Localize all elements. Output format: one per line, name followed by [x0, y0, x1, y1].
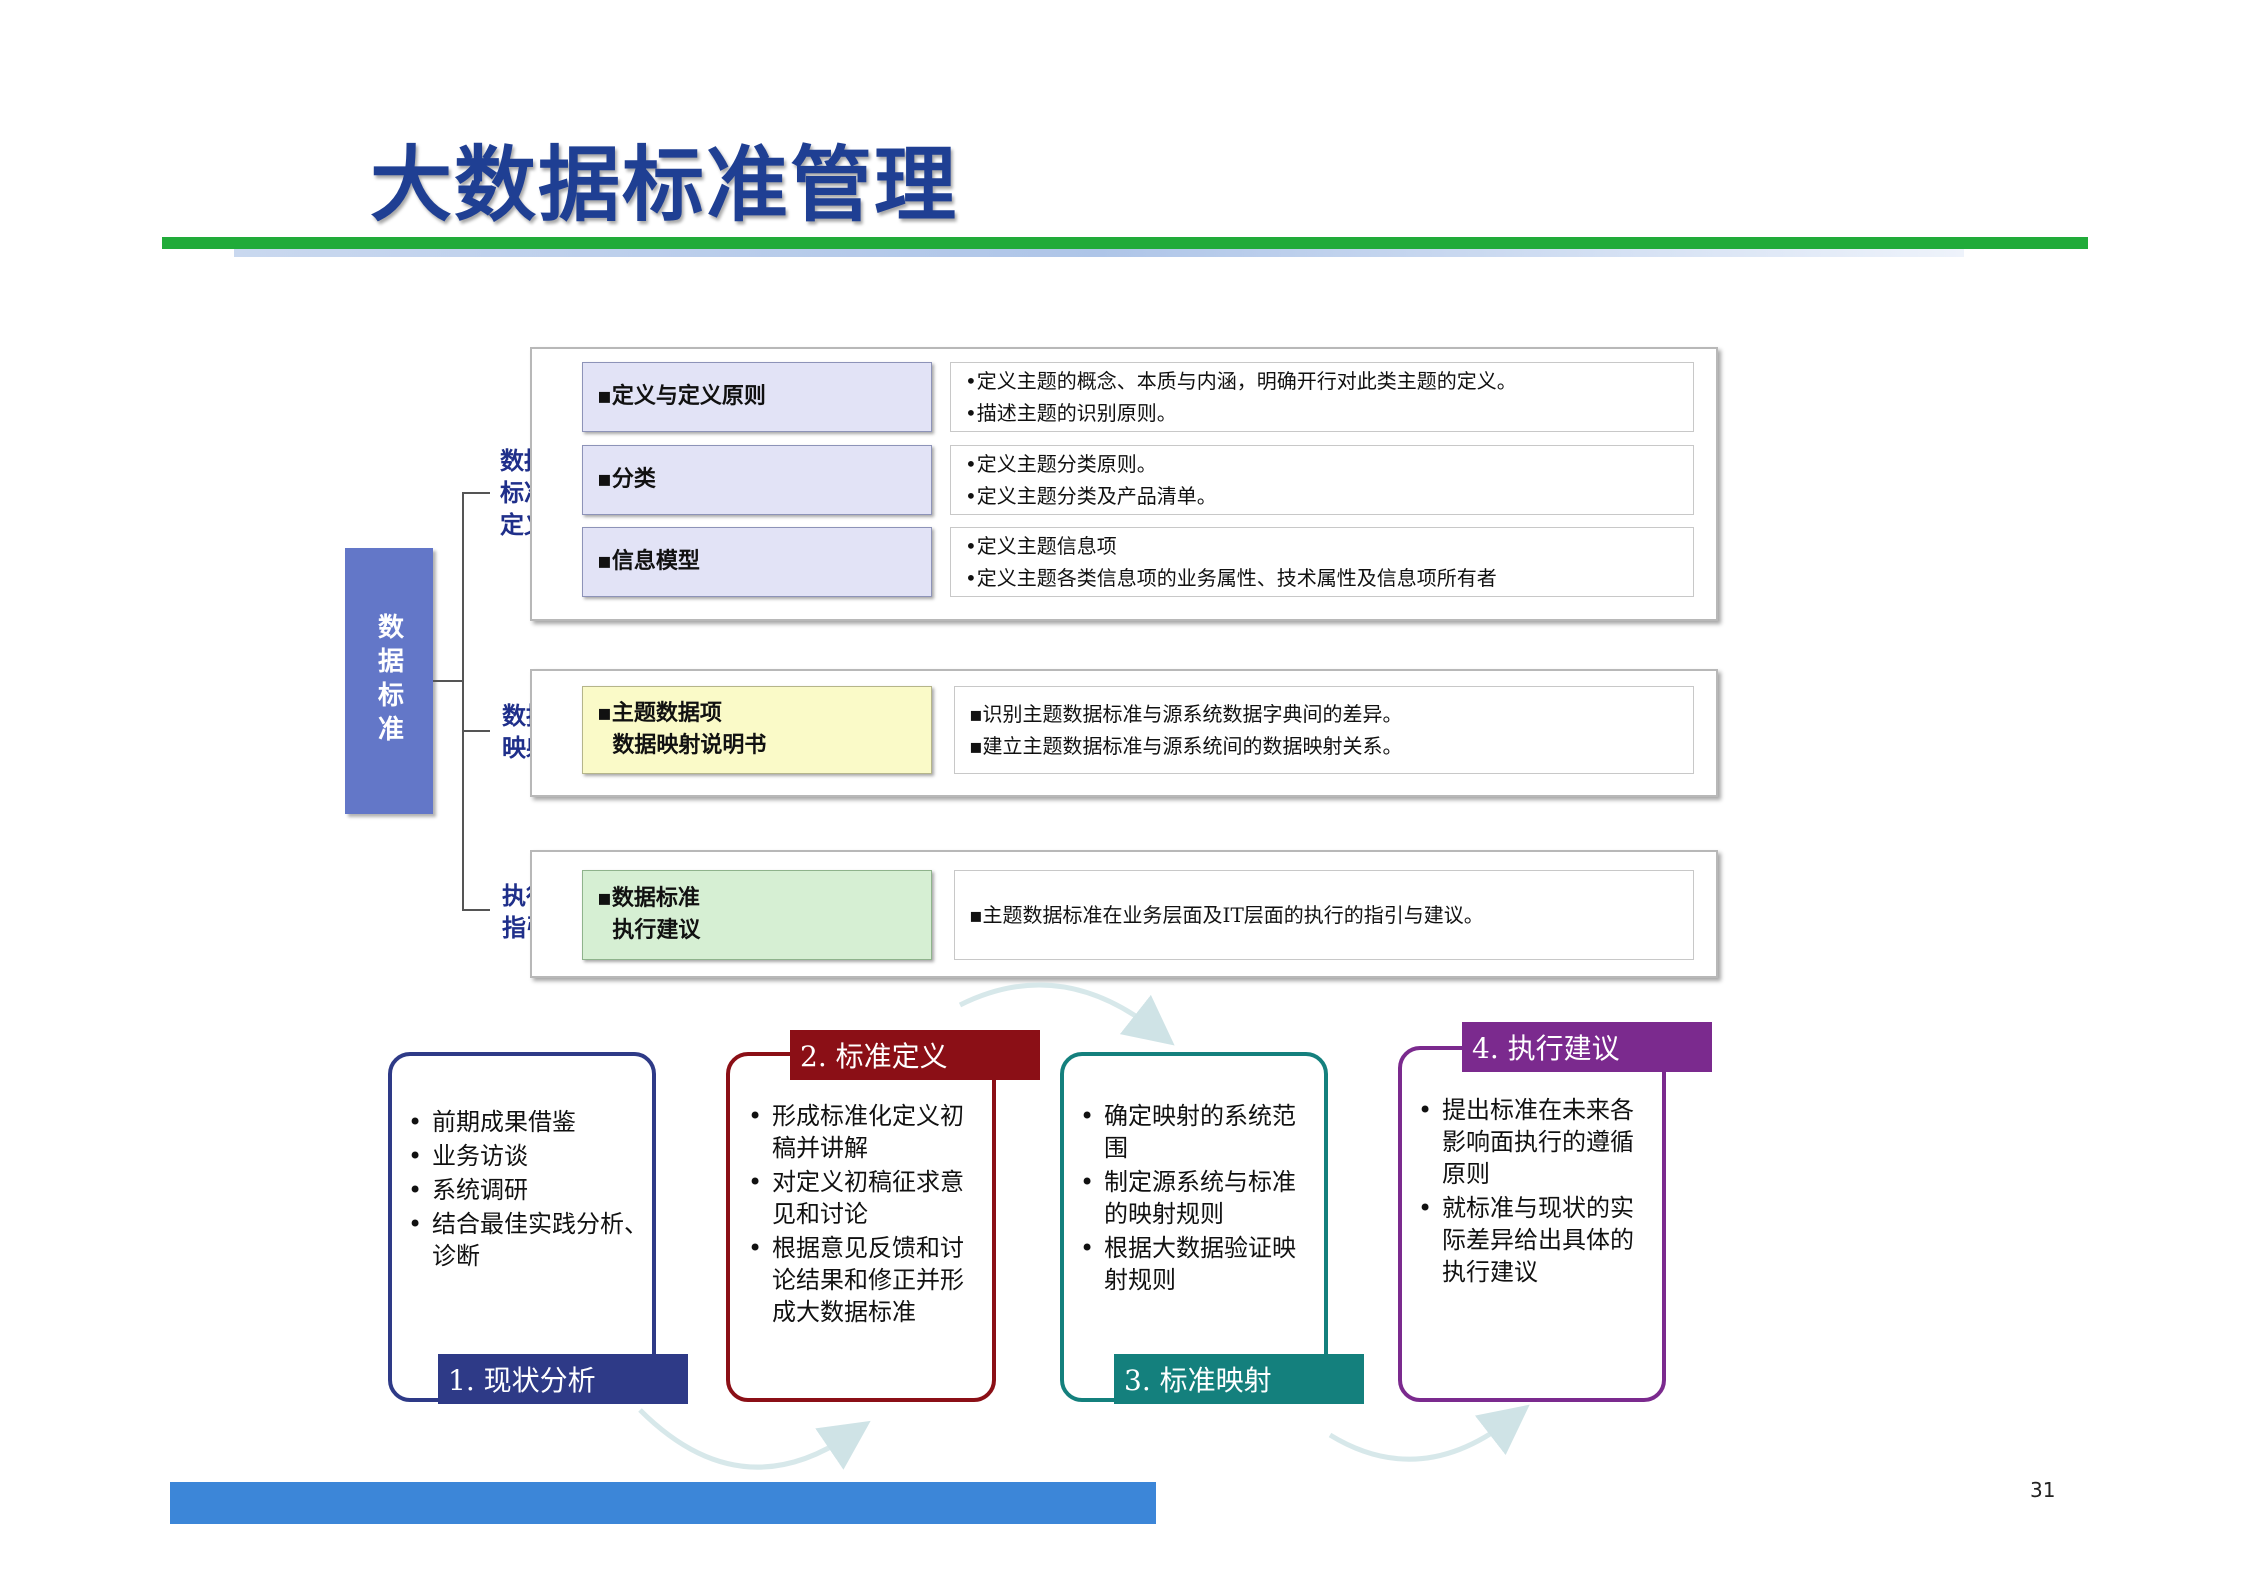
connector-main — [433, 680, 463, 682]
page-title: 大数据标准管理 — [370, 138, 959, 233]
step-item: 就标准与现状的实际差异给出具体的执行建议 — [1418, 1192, 1644, 1288]
step-tag-label: 3. 标准映射 — [1124, 1364, 1272, 1397]
connector-trunk — [462, 492, 464, 910]
description-line: •描述主题的识别原则。 — [965, 401, 1177, 425]
step-card-4: 提出标准在未来各影响面执行的遵循原则 就标准与现状的实际差异给出具体的执行建议 — [1398, 1046, 1666, 1402]
connector-mapping — [462, 730, 490, 732]
description-line: •定义主题分类及产品清单。 — [965, 484, 1217, 508]
step-card-1: 前期成果借鉴 业务访谈 系统调研 结合最佳实践分析、诊断 — [388, 1052, 656, 1402]
description-line: ▪主题数据标准在业务层面及IT层面的执行的指引与建议。 — [969, 903, 1484, 927]
step-item: 对定义初稿征求意见和讨论 — [748, 1166, 978, 1230]
arrow-2-to-3 — [958, 982, 1175, 1046]
description-line: ▪建立主题数据标准与源系统间的数据映射关系。 — [969, 734, 1403, 758]
step-tag-2: 2. 标准定义 — [790, 1030, 1040, 1080]
step-tag-label: 4. 执行建议 — [1472, 1032, 1620, 1065]
step-tag-4: 4. 执行建议 — [1462, 1022, 1712, 1072]
description-line: •定义主题的概念、本质与内涵，明确开行对此类主题的定义。 — [965, 369, 1517, 393]
category-classification: ▪分类 — [582, 445, 932, 515]
category-label: ▪分类 — [597, 467, 656, 492]
step-item: 根据大数据验证映射规则 — [1080, 1232, 1306, 1296]
category-definition-principle: ▪定义与定义原则 — [582, 362, 932, 432]
category-mapping-spec: ▪主题数据项 数据映射说明书 — [582, 686, 932, 774]
category-label: ▪信息模型 — [597, 549, 700, 574]
step-item: 业务访谈 — [408, 1140, 652, 1172]
description-line: ▪识别主题数据标准与源系统数据字典间的差异。 — [969, 702, 1403, 726]
data-standard-box: 数据标准 — [345, 548, 433, 814]
description-line: •定义主题各类信息项的业务属性、技术属性及信息项所有者 — [965, 566, 1497, 590]
data-standard-label: 数据标准 — [373, 613, 404, 749]
title-underline-green — [162, 237, 2088, 249]
description-classification: •定义主题分类原则。 •定义主题分类及产品清单。 — [950, 445, 1694, 515]
step-item: 形成标准化定义初稿并讲解 — [748, 1100, 978, 1164]
description-definition-principle: •定义主题的概念、本质与内涵，明确开行对此类主题的定义。 •描述主题的识别原则。 — [950, 362, 1694, 432]
step-item: 前期成果借鉴 — [408, 1106, 652, 1138]
page-number: 31 — [2030, 1478, 2056, 1502]
step-item: 确定映射的系统范围 — [1080, 1100, 1306, 1164]
description-line: •定义主题分类原则。 — [965, 452, 1157, 476]
arrow-3-to-4 — [1328, 1404, 1530, 1462]
step-item: 制定源系统与标准的映射规则 — [1080, 1166, 1306, 1230]
step-item: 结合最佳实践分析、诊断 — [408, 1208, 664, 1272]
category-execution-advice: ▪数据标准 执行建议 — [582, 870, 932, 960]
footer-bar — [170, 1482, 1156, 1524]
category-label: ▪数据标准 执行建议 — [597, 886, 701, 943]
step-tag-3: 3. 标准映射 — [1114, 1354, 1364, 1404]
connector-guide — [462, 909, 490, 911]
step-card-2: 形成标准化定义初稿并讲解 对定义初稿征求意见和讨论 根据意见反馈和讨论结果和修正… — [726, 1052, 996, 1402]
step-tag-1: 1. 现状分析 — [438, 1354, 688, 1404]
category-label: ▪定义与定义原则 — [597, 384, 766, 409]
description-information-model: •定义主题信息项 •定义主题各类信息项的业务属性、技术属性及信息项所有者 — [950, 527, 1694, 597]
description-execution-advice: ▪主题数据标准在业务层面及IT层面的执行的指引与建议。 — [954, 870, 1694, 960]
connector-definition — [462, 492, 490, 494]
step-item: 根据意见反馈和讨论结果和修正并形成大数据标准 — [748, 1232, 978, 1328]
step-card-3: 确定映射的系统范围 制定源系统与标准的映射规则 根据大数据验证映射规则 — [1060, 1052, 1328, 1402]
category-information-model: ▪信息模型 — [582, 527, 932, 597]
category-label: ▪主题数据项 数据映射说明书 — [597, 701, 767, 758]
step-tag-label: 1. 现状分析 — [448, 1364, 596, 1397]
description-line: •定义主题信息项 — [965, 534, 1117, 558]
title-underline-blue — [234, 249, 1964, 257]
step-item: 系统调研 — [408, 1174, 652, 1206]
step-item: 提出标准在未来各影响面执行的遵循原则 — [1418, 1094, 1644, 1190]
arrow-1-to-2 — [638, 1408, 871, 1470]
step-tag-label: 2. 标准定义 — [800, 1040, 948, 1073]
description-mapping-spec: ▪识别主题数据标准与源系统数据字典间的差异。 ▪建立主题数据标准与源系统间的数据… — [954, 686, 1694, 774]
